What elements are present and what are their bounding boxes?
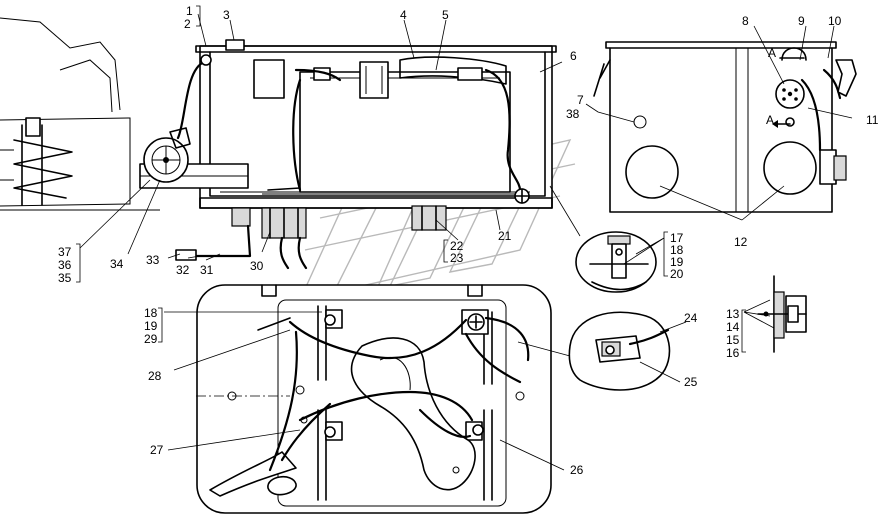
plan-clamps: [324, 309, 489, 441]
callout-25: 25: [684, 375, 698, 389]
callout-38: 38: [566, 107, 580, 121]
battery-box-plan-view: [196, 284, 552, 514]
callout-A-bottom: A: [766, 113, 774, 127]
tractor-frame-fragment: [0, 17, 160, 211]
callout-10: 10: [828, 14, 842, 28]
callout-1: 1: [186, 4, 193, 18]
callout-11: 11: [866, 113, 879, 127]
callout-12: 12: [734, 235, 748, 249]
callout-brackets: [76, 5, 746, 353]
callout-33: 33: [146, 253, 160, 267]
callout-32: 32: [176, 263, 190, 277]
callout-27: 27: [150, 443, 164, 457]
callout-24: 24: [684, 311, 698, 325]
detail-bolt-13-16: [757, 275, 807, 353]
battery-box-front-view: [176, 39, 557, 209]
callout-15: 15: [726, 333, 740, 347]
callout-2: 2: [184, 17, 191, 31]
mounting-isolators: [175, 205, 447, 270]
callout-19-left: 19: [144, 319, 158, 333]
callout-8: 8: [742, 14, 749, 28]
callout-7: 7: [577, 93, 584, 107]
callout-21: 21: [498, 229, 512, 243]
callout-13: 13: [726, 307, 740, 321]
callout-23: 23: [450, 251, 464, 265]
callout-26: 26: [570, 463, 584, 477]
detail-connector-24-25: [517, 311, 671, 391]
callout-19-top: 19: [670, 255, 684, 269]
callout-28: 28: [148, 369, 162, 383]
callout-17: 17: [670, 231, 684, 245]
callout-3: 3: [223, 8, 230, 22]
callout-5: 5: [442, 8, 449, 22]
callout-4: 4: [400, 8, 407, 22]
callout-16: 16: [726, 346, 740, 360]
callout-20: 20: [670, 267, 684, 281]
callout-A-top: A: [768, 46, 776, 60]
detail-clamp-17-20: [549, 185, 657, 293]
callout-9: 9: [798, 14, 805, 28]
callout-31: 31: [200, 263, 214, 277]
leader-lines: [79, 13, 853, 471]
callout-30: 30: [250, 259, 264, 273]
callout-37: 37: [58, 245, 72, 259]
callout-35: 35: [58, 271, 72, 285]
battery-box-side-view: [593, 41, 857, 213]
callout-34: 34: [110, 257, 124, 271]
callout-6: 6: [570, 49, 577, 63]
callout-14: 14: [726, 320, 740, 334]
callout-18-top: 18: [670, 243, 684, 257]
callout-18-left: 18: [144, 306, 158, 320]
callout-22: 22: [450, 239, 464, 253]
callout-29: 29: [144, 332, 158, 346]
callout-labels: 1 2 3 4 5 6 7 38 8 9 10 A A 11 12 17 18 …: [58, 4, 879, 477]
callout-36: 36: [58, 258, 72, 272]
